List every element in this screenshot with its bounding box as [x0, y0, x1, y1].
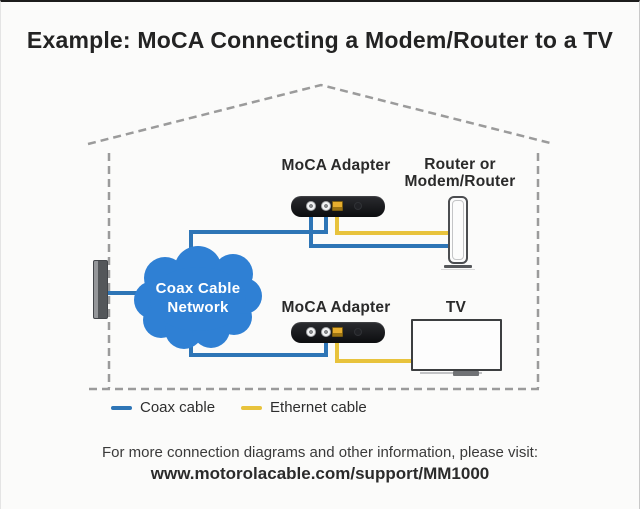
tv-device	[411, 319, 502, 371]
router-label-line1: Router or	[424, 156, 496, 173]
power-port-icon	[354, 328, 362, 336]
coax-port-icon	[306, 201, 316, 211]
router-label-line2: Modem/Router	[404, 173, 516, 190]
router-stand	[444, 265, 472, 268]
page-title: Example: MoCA Connecting a Modem/Router …	[26, 27, 614, 53]
router-device	[448, 196, 468, 264]
tv-stand	[420, 372, 482, 374]
router-label: Router or Modem/Router	[396, 156, 524, 190]
coax-wall-outlet-icon	[93, 260, 108, 319]
legend-ethernet-label: Ethernet cable	[270, 399, 367, 416]
coax-cloud-to-adapter-bottom-cable	[189, 332, 328, 357]
roof-dashed-line	[87, 83, 555, 146]
router-shadow	[441, 269, 475, 270]
power-port-icon	[354, 202, 362, 210]
moca-adapter-bottom-device	[291, 322, 385, 343]
coax-adapter-to-router-cable	[309, 207, 448, 248]
adapter-top-label: MoCA Adapter	[281, 157, 391, 174]
tv-stand-base	[453, 371, 479, 376]
legend: Coax cable Ethernet cable	[111, 399, 367, 416]
ethernet-cable-swatch-icon	[241, 405, 263, 410]
cloud-label-line2: Network	[167, 299, 229, 316]
ethernet-port-icon	[332, 327, 343, 337]
coax-port-icon	[321, 201, 331, 211]
cloud-label-line1: Coax Cable	[155, 280, 241, 297]
moca-adapter-top-device	[291, 196, 385, 217]
cloud-label: Coax Cable Network	[148, 279, 248, 317]
network-cloud-icon	[134, 246, 262, 349]
footer-url: www.motorolacable.com/support/MM1000	[150, 464, 490, 483]
coax-cloud-to-adapter-top-cable	[189, 207, 328, 252]
tv-label: TV	[445, 299, 467, 316]
footer-note: For more connection diagrams and other i…	[1, 444, 639, 484]
coax-port-icon	[306, 327, 316, 337]
coax-cable-swatch-icon	[111, 405, 132, 410]
footer-text: For more connection diagrams and other i…	[101, 444, 539, 461]
coax-port-icon	[321, 327, 331, 337]
adapter-bottom-label: MoCA Adapter	[281, 299, 391, 316]
ethernet-port-icon	[332, 201, 343, 211]
legend-coax-label: Coax cable	[140, 399, 216, 416]
